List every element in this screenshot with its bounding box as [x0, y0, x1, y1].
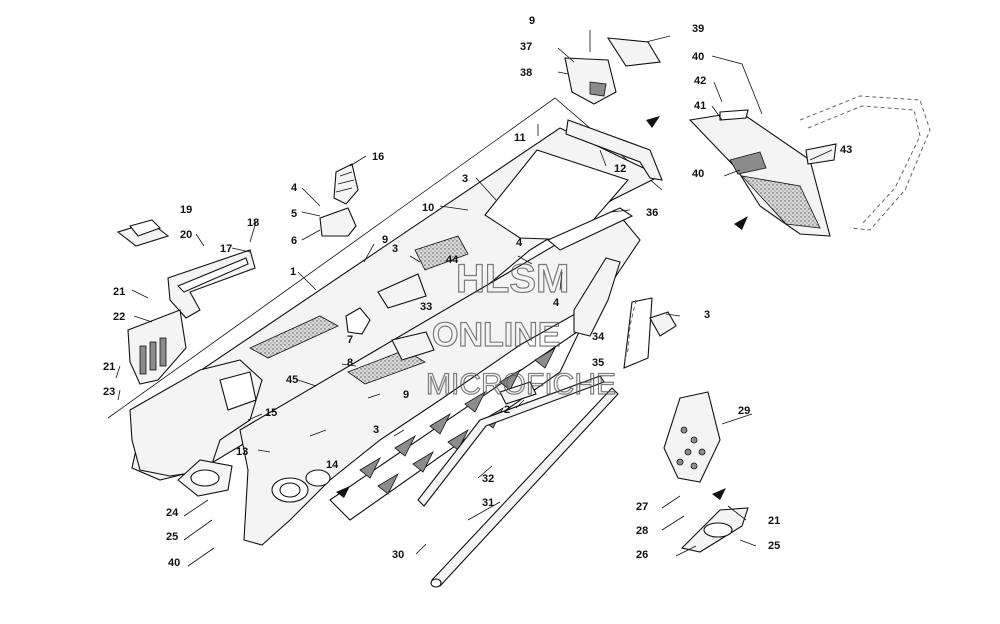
callout-14: 14 [326, 459, 339, 471]
callout-26: 26 [636, 549, 648, 561]
callout-42: 42 [694, 75, 706, 87]
callout-3: 3 [462, 173, 468, 185]
leader-lines [115, 30, 833, 567]
top-plate [606, 37, 661, 67]
callout-15: 15 [265, 407, 277, 419]
callout-23: 23 [103, 386, 115, 398]
callout-40: 40 [692, 51, 704, 63]
gusset-plate [345, 307, 371, 335]
callout-21: 21 [103, 361, 115, 373]
callout-40: 40 [168, 557, 180, 569]
callout-39: 39 [692, 23, 704, 35]
boot-part [333, 163, 359, 205]
top-bracket [564, 57, 617, 105]
callout-6: 6 [291, 235, 297, 247]
callout-4: 4 [516, 237, 523, 249]
vented-bracket [127, 309, 187, 385]
callout-38: 38 [520, 67, 532, 79]
callout-12: 12 [614, 163, 626, 175]
callout-16: 16 [372, 151, 384, 163]
callout-3: 3 [373, 424, 379, 436]
callout-1: 1 [290, 266, 296, 278]
callout-3: 3 [704, 309, 710, 321]
callout-20: 20 [180, 229, 192, 241]
footrest-cap-right [680, 507, 749, 553]
small-plate [499, 381, 537, 405]
callout-18: 18 [247, 217, 259, 229]
support-block [377, 273, 427, 309]
grab-bar [167, 249, 256, 319]
callout-4: 4 [291, 182, 298, 194]
callout-22: 22 [113, 311, 125, 323]
callout-43: 43 [840, 144, 852, 156]
callout-11: 11 [514, 132, 526, 144]
rear-bumper-dashed [799, 95, 931, 231]
callout-45: 45 [286, 374, 298, 386]
watermark-line-1: HLSM [456, 257, 569, 301]
callout-8: 8 [347, 357, 353, 369]
callout-17: 17 [220, 243, 232, 255]
callout-2: 2 [504, 404, 510, 416]
callout-35: 35 [592, 357, 604, 369]
side-mount [573, 257, 621, 337]
callout-5: 5 [291, 208, 297, 220]
callout-44: 44 [446, 254, 459, 266]
callout-9: 9 [403, 389, 409, 401]
rear-rail [565, 119, 663, 181]
watermark-line-2: ONLINE [432, 316, 560, 354]
callout-10: 10 [422, 202, 434, 214]
callout-25: 25 [768, 540, 780, 552]
callout-41: 41 [694, 100, 706, 112]
callout-24: 24 [166, 507, 179, 519]
direction-arrows [336, 116, 748, 500]
center-bracket [391, 331, 435, 361]
callout-30: 30 [392, 549, 404, 561]
callout-31: 31 [482, 497, 494, 509]
mount-bracket [319, 207, 357, 237]
front-bulkhead [129, 359, 263, 477]
callout-19: 19 [180, 204, 192, 216]
callout-9: 9 [382, 234, 388, 246]
rear-flap-assembly [688, 109, 837, 237]
cover-part [116, 219, 170, 247]
cross-shaft [417, 375, 619, 588]
callout-32: 32 [482, 473, 494, 485]
callout-21: 21 [768, 515, 780, 527]
callout-7: 7 [347, 334, 353, 346]
washer-right [649, 311, 677, 337]
callout-37: 37 [520, 41, 532, 53]
callout-25: 25 [166, 531, 178, 543]
footrest-cap-left [177, 459, 233, 497]
callout-40: 40 [692, 168, 704, 180]
callout-4: 4 [553, 297, 560, 309]
callout-36: 36 [646, 207, 658, 219]
rear-bumper-strip [546, 207, 634, 251]
retaining-strap [623, 297, 653, 369]
callout-labels: 1 2 3 3 3 3 4 4 4 5 6 7 8 9 9 9 10 11 12… [103, 15, 852, 569]
callout-13: 13 [236, 446, 248, 458]
callout-34: 34 [592, 331, 605, 343]
callout-33: 33 [420, 301, 432, 313]
callout-3: 3 [392, 243, 398, 255]
callout-27: 27 [636, 501, 648, 513]
watermark-line-3: MICROFICHE [426, 368, 616, 401]
callout-21: 21 [113, 286, 125, 298]
watermark: HLSM ONLINE MICROFICHE [425, 256, 616, 401]
callout-29: 29 [738, 405, 750, 417]
side-footplate [663, 391, 721, 483]
callout-9: 9 [529, 15, 535, 27]
callout-28: 28 [636, 525, 648, 537]
tunnel-cutouts [359, 346, 556, 495]
